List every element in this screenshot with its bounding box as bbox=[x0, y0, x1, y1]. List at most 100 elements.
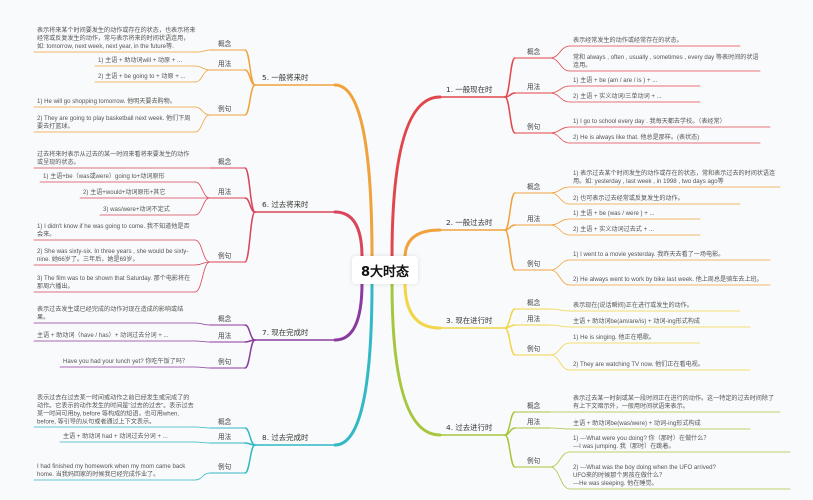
leaf-concept[interactable]: 表示过去发生或已经完成的动作对现在造成的影响或结果。 bbox=[37, 306, 184, 322]
leaf-example[interactable]: I had finished my homework when my mom c… bbox=[37, 463, 186, 479]
central-topic[interactable]: 8大时态 bbox=[352, 256, 418, 284]
leaf-connector bbox=[194, 106, 211, 116]
leaf-connector bbox=[549, 92, 571, 103]
leaf-usage[interactable]: 主语 + 助动词（have / has）+ 动词过去分词 + ... bbox=[37, 332, 169, 340]
leaf-usage[interactable]: 主语 + 助动词be(was/were) + 动词-ing形式构成 bbox=[573, 420, 701, 428]
sub-connector bbox=[244, 84, 256, 116]
leaf-connector bbox=[194, 261, 211, 266]
sub-connector bbox=[244, 197, 256, 213]
leaf-usage[interactable]: 1) 主语 + 助动词will + 动原 + ... bbox=[98, 57, 183, 65]
subtopic-example[interactable]: 例句 bbox=[218, 105, 232, 113]
subtopic-example[interactable]: 例句 bbox=[218, 358, 232, 366]
leaf-connector bbox=[194, 114, 211, 133]
leaf-concept[interactable]: 表示过去某一时刻或某一段时间正在进行的动作。这一特定的过去时间除了有上下文暗示外… bbox=[573, 395, 775, 411]
subtopic-usage[interactable]: 用法 bbox=[218, 332, 232, 340]
subtopic-concept[interactable]: 概念 bbox=[218, 40, 232, 48]
leaf-concept[interactable]: 常和 always , often , usually , sometimes … bbox=[573, 54, 759, 70]
leaf-connector bbox=[194, 340, 211, 343]
leaf-example[interactable]: 1) He will go shopping tomorrow. 他明天要去购物… bbox=[37, 98, 176, 106]
leaf-example[interactable]: 1) I went to a movie yesterday. 我昨天去看了一场… bbox=[573, 251, 725, 259]
leaf-example[interactable]: 1) He is singing. 他正在唱歌。 bbox=[573, 334, 655, 342]
leaf-concept[interactable]: 1) 表示过去某个时间发生的动作或存在的状态，常和表示过去的时间状语连用。如: … bbox=[573, 170, 776, 186]
leaf-connector bbox=[549, 132, 571, 144]
leaf-connector bbox=[549, 45, 571, 59]
branch-topic-7[interactable]: 7. 现在完成时 bbox=[262, 328, 309, 337]
leaf-connector bbox=[549, 259, 571, 271]
leaf-connector bbox=[549, 324, 571, 328]
subtopic-example[interactable]: 例句 bbox=[527, 260, 541, 268]
subtopic-usage[interactable]: 用法 bbox=[218, 60, 232, 68]
subtopic-concept[interactable]: 概念 bbox=[218, 418, 232, 426]
subtopic-example[interactable]: 例句 bbox=[527, 123, 541, 131]
leaf-usage[interactable]: 1) 主语+be（was或were）going to+动词原形 bbox=[43, 173, 165, 181]
branch-topic-2[interactable]: 2. 一般过去时 bbox=[446, 218, 493, 227]
sub-connector bbox=[244, 167, 256, 213]
branch-connector bbox=[390, 95, 442, 259]
leaf-example[interactable]: 2) He always went to work by bike last w… bbox=[573, 276, 763, 284]
leaf-example[interactable]: 1) ---What were you doing? 你（那时）在做什么？ --… bbox=[573, 435, 710, 451]
branch-topic-5[interactable]: 5. 一般将来时 bbox=[262, 73, 309, 82]
leaf-connector bbox=[194, 239, 211, 263]
leaf-example[interactable]: 2) They are watching TV now. 他们正在看电视。 bbox=[573, 361, 704, 369]
leaf-connector bbox=[549, 308, 571, 312]
branch-topic-3[interactable]: 3. 现在进行时 bbox=[446, 316, 493, 325]
leaf-usage[interactable]: 2) 主语 + be going to + 动原 + ... bbox=[98, 73, 186, 81]
leaf-usage[interactable]: 1) 主语 + be (am / are / is ) + ... bbox=[573, 77, 658, 85]
branch-topic-8[interactable]: 8. 过去完成时 bbox=[262, 433, 309, 442]
subtopic-example[interactable]: 例句 bbox=[527, 345, 541, 353]
subtopic-concept[interactable]: 概念 bbox=[527, 402, 541, 410]
sub-connector bbox=[504, 229, 516, 271]
leaf-example[interactable]: 2) They are going to play basketball nex… bbox=[37, 115, 191, 131]
subtopic-usage[interactable]: 用法 bbox=[527, 418, 541, 426]
subtopic-example[interactable]: 例句 bbox=[527, 457, 541, 465]
subtopic-usage[interactable]: 用法 bbox=[218, 433, 232, 441]
leaf-example[interactable]: Have you had your lunch yet? 你吃午饭了吗？ bbox=[63, 358, 188, 366]
leaf-usage[interactable]: 1) 主语 + be (was / were ) + ... bbox=[573, 210, 655, 218]
subtopic-usage[interactable]: 用法 bbox=[527, 315, 541, 323]
leaf-usage[interactable]: 主语 + 助动词be(am/are/is) + 动词-ing形式构成 bbox=[573, 318, 700, 326]
sub-connector bbox=[504, 57, 516, 98]
leaf-concept[interactable]: 表示将来某个时间要发生的动作或存在的状态，也表示将来经常或反复发生的动作，常与表… bbox=[37, 27, 196, 51]
sub-connector bbox=[244, 324, 256, 341]
subtopic-concept[interactable]: 概念 bbox=[218, 158, 232, 166]
branch-topic-6[interactable]: 6. 过去将来时 bbox=[262, 200, 309, 209]
sub-connector bbox=[244, 49, 256, 86]
sub-connector bbox=[504, 192, 516, 231]
subtopic-example[interactable]: 例句 bbox=[218, 252, 232, 260]
leaf-concept[interactable]: 表示经常发生的动作或经常存在的状态。 bbox=[573, 37, 683, 45]
subtopic-concept[interactable]: 概念 bbox=[218, 315, 232, 323]
subtopic-example[interactable]: 例句 bbox=[218, 463, 232, 471]
leaf-example[interactable]: 1) I go to school every day . 我每天都去学校。（表… bbox=[573, 118, 726, 126]
leaf-usage[interactable]: 2) 主语+would+动词原形+其它 bbox=[83, 189, 166, 197]
leaf-concept[interactable]: 2) 也可表示过去经常或反复发生的动作。 bbox=[573, 195, 684, 203]
leaf-usage[interactable]: 主语 + 助动词 had + 动词过去分词 + ... bbox=[63, 433, 168, 441]
sub-connector bbox=[504, 327, 516, 356]
leaf-concept[interactable]: 过去将来时表示从过去的某一时间来看将来要发生的动作或呈现的状态。 bbox=[37, 151, 190, 167]
branch-topic-1[interactable]: 1. 一般现在时 bbox=[446, 85, 493, 94]
leaf-concept[interactable]: 表示现在(说话瞬间)正在进行或发生的动作。 bbox=[573, 302, 693, 310]
leaf-connector bbox=[549, 466, 571, 490]
leaf-example[interactable]: 3) The film was to be shown that Saturda… bbox=[37, 275, 191, 291]
leaf-concept[interactable]: 表示过去在过去某一时间或动作之前已经发生或完成了的动作。它表示的动作发生的时间是… bbox=[37, 394, 194, 426]
subtopic-usage[interactable]: 用法 bbox=[218, 188, 232, 196]
sub-connector bbox=[504, 427, 516, 436]
leaf-example[interactable]: 2) He is always like that. 他总是那样。(表状态) bbox=[573, 134, 700, 142]
leaf-connector bbox=[549, 269, 571, 286]
subtopic-concept[interactable]: 概念 bbox=[527, 299, 541, 307]
branch-topic-4[interactable]: 4. 过去进行时 bbox=[446, 423, 493, 432]
branch-connector bbox=[403, 281, 442, 330]
subtopic-concept[interactable]: 概念 bbox=[527, 183, 541, 191]
subtopic-usage[interactable]: 用法 bbox=[527, 83, 541, 91]
subtopic-concept[interactable]: 概念 bbox=[527, 48, 541, 56]
leaf-example[interactable]: 2) ---What was the boy doing when the UF… bbox=[573, 464, 716, 488]
leaf-example[interactable]: 2) She was sixty-six. In three years , s… bbox=[37, 248, 189, 264]
sub-connector bbox=[504, 434, 516, 468]
leaf-usage[interactable]: 2) 主语 + 实义动词过去式 + ... bbox=[573, 226, 654, 234]
leaf-usage[interactable]: 2) 主语 + 实义动词/三单动词 + ... bbox=[573, 93, 662, 101]
subtopic-usage[interactable]: 用法 bbox=[527, 215, 541, 223]
leaf-connector bbox=[549, 451, 571, 468]
leaf-example[interactable]: 1) I didn't know if he was going to come… bbox=[37, 223, 190, 239]
leaf-usage[interactable]: 3) was/were+动词不定式 bbox=[103, 206, 170, 214]
leaf-connector bbox=[194, 366, 211, 369]
